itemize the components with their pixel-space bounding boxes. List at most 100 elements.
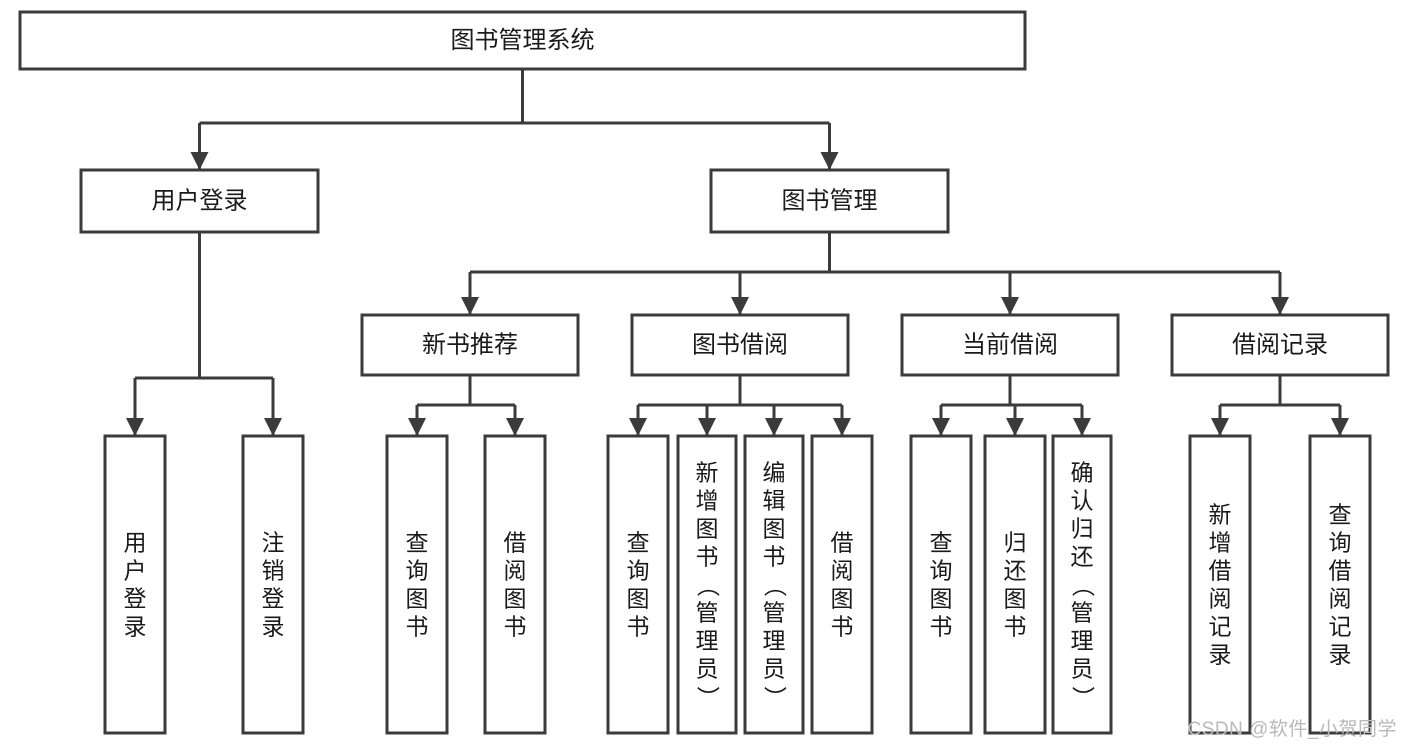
edges-layer [126,69,1349,436]
node-label-char: 销 [262,557,285,583]
node-book-borrow[interactable]: 图书借阅 [630,313,850,377]
node-label-char: 用 [124,529,147,555]
arrow-head-icon [1271,297,1289,315]
node-label-char: 户 [124,557,147,583]
node-box[interactable] [743,434,805,735]
node-box[interactable] [241,434,305,735]
node-new-book-recommend[interactable]: 新书推荐 [360,313,580,377]
node-user-login[interactable]: 用户登录 [79,168,320,234]
node-label-char: 记 [1209,613,1232,639]
node-label-char: 借 [1209,557,1232,583]
node-label-char: （ [695,574,721,597]
arrow-head-icon [765,418,783,436]
node-label-char: 员 [696,655,719,681]
csdn-watermark: CSDN @软件_小贺同学 [1187,719,1397,740]
arrow-head-icon [1001,297,1019,315]
node-box[interactable] [983,434,1047,735]
node-box[interactable] [360,313,580,377]
node-label-char: 查 [930,529,953,555]
node-box[interactable] [103,434,167,735]
arrow-head-icon [461,297,479,315]
node-label-char: 增 [1209,529,1232,555]
node-label-char: 登 [262,585,285,611]
node-box[interactable] [1308,434,1372,735]
node-label-char: 增 [696,487,719,513]
node-label-char: 询 [627,557,650,583]
node-label-char: 理 [1071,627,1094,653]
node-book-management[interactable]: 图书管理 [709,168,950,234]
arrow-head-icon [506,418,524,436]
node-label-char: ） [1070,686,1096,709]
node-box[interactable] [709,168,950,234]
arrow-head-icon [126,418,144,436]
node-label-char: ） [695,686,721,709]
node-box[interactable] [630,313,850,377]
node-label: 当前借阅 [962,331,1058,358]
node-box[interactable] [18,10,1027,71]
arrow-head-icon [264,418,282,436]
node-label-char: 书 [831,613,854,639]
node-box[interactable] [483,434,547,735]
node-current-borrow[interactable]: 当前借阅 [900,313,1120,377]
node-label-char: 查 [1329,501,1352,527]
arrow-head-icon [932,418,950,436]
node-box[interactable] [909,434,973,735]
node-label-char: 阅 [1329,585,1352,611]
node-label-char: 书 [504,613,527,639]
node-label-char: ） [762,686,788,709]
node-label-char: 理 [763,627,786,653]
node-label-char: 图 [627,585,650,611]
node-box[interactable] [900,313,1120,377]
node-borrow-record[interactable]: 借阅记录 [1170,313,1390,377]
node-root[interactable]: 图书管理系统 [18,10,1027,71]
node-label-char: 询 [406,557,429,583]
arrow-head-icon [833,418,851,436]
node-label-char: 管 [763,599,786,625]
nodes-layer: 图书管理系统用户登录图书管理新书推荐图书借阅当前借阅借阅记录用户登录注销登录查询… [18,10,1390,735]
node-label-char: 询 [930,557,953,583]
node-label-char: （ [762,574,788,597]
node-label-char: 书 [627,613,650,639]
node-label-char: 注 [262,529,285,555]
node-label-char: 录 [124,613,147,639]
node-box[interactable] [606,434,670,735]
node-box[interactable] [385,434,449,735]
arrow-head-icon [1211,418,1229,436]
arrow-head-icon [190,152,209,170]
arrow-head-icon [1006,418,1024,436]
node-box[interactable] [1188,434,1252,735]
node-label-char: 录 [262,613,285,639]
node-label-char: 新 [696,459,719,485]
node-leaf-user-login[interactable]: 用户登录 [103,434,167,735]
node-label-char: 图 [504,585,527,611]
arrow-head-icon [820,152,839,170]
node-label-char: 录 [1329,641,1352,667]
node-label-char: 新 [1209,501,1232,527]
node-label-char: 借 [1329,557,1352,583]
node-label-char: 登 [124,585,147,611]
node-label-char: 确 [1071,459,1094,485]
node-label-char: 录 [1209,641,1232,667]
node-box[interactable] [676,434,738,735]
node-box[interactable] [810,434,874,735]
node-box[interactable] [79,168,320,234]
node-box[interactable] [1170,313,1390,377]
node-label-char: 辑 [763,487,786,513]
node-box[interactable] [1051,434,1113,735]
node-label: 图书管理系统 [451,27,595,54]
node-label-char: 图 [930,585,953,611]
